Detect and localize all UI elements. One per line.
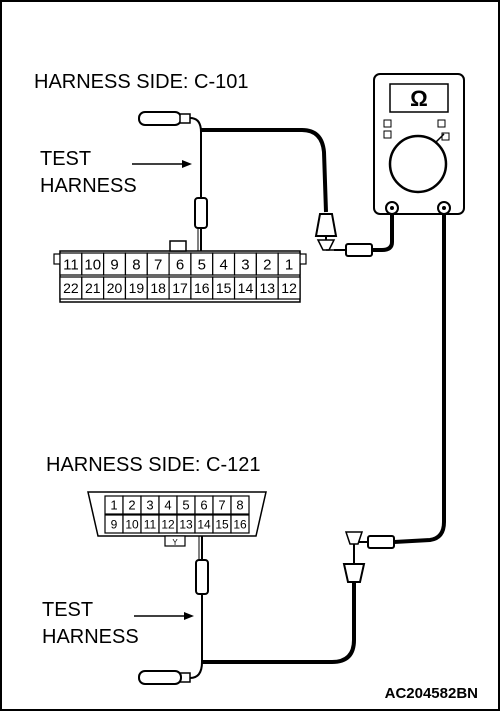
pin-number: 12 — [161, 517, 175, 531]
pin-number: 15 — [215, 517, 229, 531]
ohmmeter: Ω — [373, 73, 465, 215]
pin-number: 12 — [281, 280, 297, 296]
selector-dial — [388, 134, 448, 194]
pin-number: 13 — [259, 280, 275, 296]
pin-cell — [230, 514, 250, 534]
upper-test-lead — [138, 111, 338, 254]
pin-number: 16 — [194, 280, 210, 296]
ohm-symbol: Ω — [410, 86, 428, 111]
meter-lead-1 — [326, 214, 394, 257]
pin-number: 7 — [218, 498, 225, 513]
pin-number: 6 — [200, 498, 207, 513]
pin-number: 14 — [238, 280, 254, 296]
pin-number: 11 — [63, 256, 79, 273]
pin-cell — [277, 276, 301, 300]
pin-number: 11 — [144, 517, 157, 531]
pin-number: 1 — [285, 256, 293, 273]
upper-test-label-2: HARNESS — [40, 175, 137, 197]
c121-pins-bottom: 9 10 11 12 13 14 15 16 — [104, 514, 250, 534]
lower-test-label-2: HARNESS — [42, 626, 139, 648]
pin-number: 4 — [219, 256, 227, 273]
pin-number: 21 — [85, 280, 101, 296]
pin-number: 4 — [164, 498, 171, 513]
figure-code: AC204582BN — [385, 685, 478, 702]
pin-cell — [277, 252, 301, 276]
pin-number: 16 — [233, 517, 247, 531]
lower-test-harness-arrow — [134, 612, 194, 620]
pin-number: 9 — [110, 256, 118, 273]
pin-number: 2 — [263, 256, 271, 273]
meter-lead-2 — [356, 214, 446, 549]
pin-number: 10 — [84, 256, 101, 273]
pin-number: 15 — [216, 280, 232, 296]
pin-number: 5 — [198, 256, 206, 273]
lower-test-label-1: TEST — [42, 599, 93, 621]
pin-number: 9 — [111, 517, 118, 531]
pin-number: 10 — [125, 517, 139, 531]
pin-number: 17 — [172, 280, 188, 296]
pin-number: 3 — [241, 256, 249, 273]
pin-number: 5 — [182, 498, 189, 513]
pin-number: 19 — [129, 280, 145, 296]
upper-test-harness-arrow — [132, 160, 192, 168]
lower-connector-title: HARNESS SIDE: C-121 — [46, 454, 261, 476]
pin-number: 22 — [63, 280, 79, 296]
upper-test-label-1: TEST — [40, 148, 91, 170]
pin-number: 18 — [150, 280, 166, 296]
pin-number: 14 — [197, 517, 211, 531]
pin-number: 3 — [146, 498, 153, 513]
upper-connector-title: HARNESS SIDE: C-101 — [34, 71, 249, 93]
pin-number: 7 — [154, 256, 162, 273]
pin-number: 2 — [128, 498, 135, 513]
pin-number: 8 — [132, 256, 140, 273]
pin-number: 6 — [176, 256, 184, 273]
pin-number: 1 — [110, 498, 117, 513]
lower-test-lead — [138, 531, 366, 685]
meter-display — [389, 83, 449, 113]
c121-key-label: Y — [172, 538, 178, 547]
pin-cell — [230, 495, 250, 515]
c101-pins-bottom: 22 21 20 19 18 17 16 15 14 13 12 — [59, 276, 301, 300]
pin-number: 8 — [236, 498, 243, 513]
pin-number: 13 — [179, 517, 193, 531]
pin-number: 20 — [107, 280, 123, 296]
